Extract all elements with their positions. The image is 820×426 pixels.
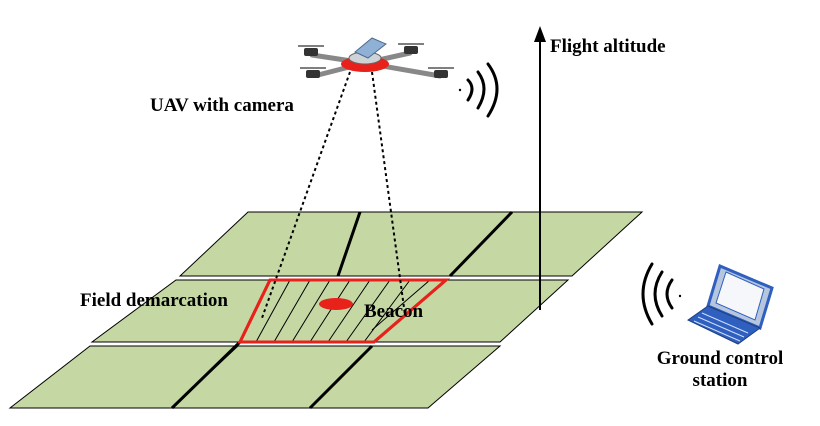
signal-waves-icon: [641, 262, 682, 326]
flight-altitude-arrow: [534, 26, 546, 310]
field-separators: [170, 210, 514, 410]
signal-waves-icon: [458, 62, 499, 118]
beacon-marker: [319, 298, 353, 310]
laptop-icon: [687, 263, 774, 345]
field-demarcation: [237, 278, 451, 344]
uav-label: UAV with camera: [150, 95, 294, 116]
flight-altitude-label: Flight altitude: [550, 36, 666, 57]
ground-control-line-2: station: [692, 369, 748, 391]
field-demarcation-label: Field demarcation: [80, 290, 228, 311]
beacon-label: Beacon: [364, 301, 424, 322]
ground-control-station-label: Ground control station: [630, 348, 810, 392]
camera-fov-lines: [261, 71, 406, 319]
ground-control-line-1: Ground control: [656, 348, 784, 369]
drone-icon: [298, 37, 454, 79]
field-tile: [178, 211, 361, 277]
